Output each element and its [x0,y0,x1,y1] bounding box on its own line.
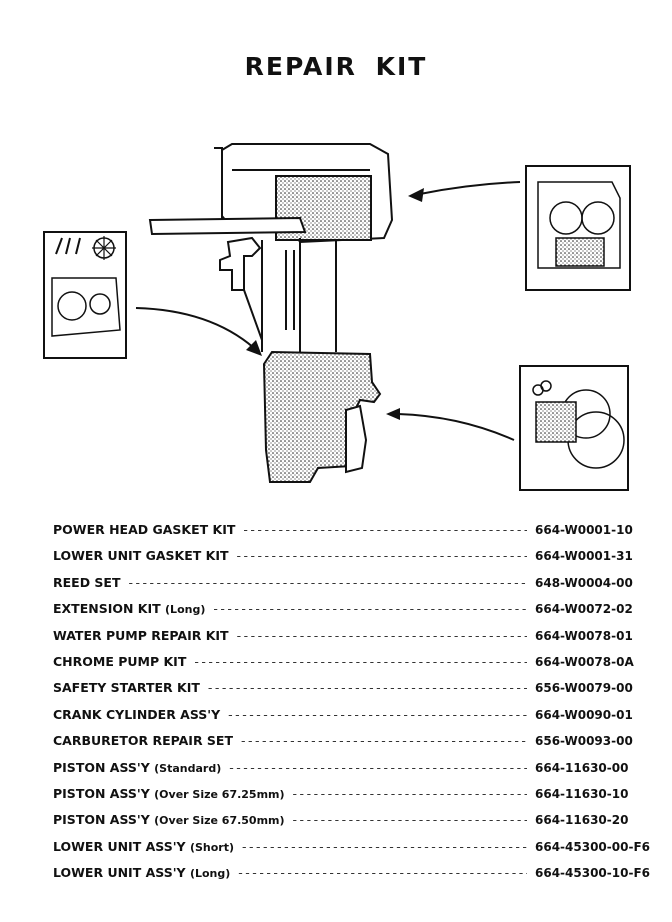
part-name: LOWER UNIT GASKET KIT [53,548,229,563]
part-note: (Over Size 67.50mm) [154,814,285,828]
part-name-text: PISTON ASS'Y [53,785,150,801]
arrow-to-power-head [419,181,521,195]
power-head-gasket-inset [525,165,631,291]
part-number: 664-W0078-01 [535,628,633,643]
parts-row: WATER PUMP REPAIR KIT -------------------… [53,628,653,654]
part-name-text: SAFETY STARTER KIT [53,680,200,696]
part-name: EXTENSION KIT (Long) [53,601,205,616]
part-name: PISTON ASS'Y (Over Size 67.25mm) [53,786,285,801]
dot-leader: ----------------------------------------… [194,653,527,669]
part-name-text: POWER HEAD GASKET KIT [53,522,236,537]
part-note: (Long) [165,603,206,617]
part-name-text: LOWER UNIT ASS'Y [53,838,186,854]
parts-row: CRANK CYLINDER ASS'Y --------------------… [53,707,653,733]
arrow-to-lower-unit [135,307,255,349]
parts-row: EXTENSION KIT (Long) --------------------… [53,601,653,627]
part-name-text: LOWER UNIT ASS'Y [53,865,186,881]
water-pump-kit-inset [43,231,127,359]
part-name-text: CARBURETOR REPAIR SET [53,733,233,749]
parts-row: LOWER UNIT ASS'Y (Short) ----------------… [53,839,653,865]
parts-row: SAFETY STARTER KIT ----------------------… [53,680,653,706]
parts-row: REED SET --------------------------------… [53,575,653,601]
dot-leader: ----------------------------------------… [128,574,528,590]
dot-leader: ----------------------------------------… [236,627,527,643]
part-name-text: LOWER UNIT GASKET KIT [53,548,229,564]
part-name: WATER PUMP REPAIR KIT [53,628,229,643]
page-title: REPAIR KIT [244,52,428,81]
clamp-screw [243,289,263,352]
parts-row: PISTON ASS'Y (Over Size 67.50mm) --------… [53,812,653,838]
clamp-bracket [219,236,262,291]
part-number: 664-45300-10-F6 [535,866,650,881]
parts-row: PISTON ASS'Y (Over Size 67.25mm) --------… [53,786,653,812]
parts-row: PISTON ASS'Y (Standard) -----------------… [53,760,653,786]
part-number: 664-45300-00-F6 [535,839,650,854]
parts-row: LOWER UNIT GASKET KIT -------------------… [53,548,653,574]
part-name: LOWER UNIT ASS'Y (Short) [53,839,234,854]
part-name-text: PISTON ASS'Y [53,812,150,828]
part-name-text: EXTENSION KIT [53,601,161,617]
part-number: 664-W0001-10 [535,523,633,537]
part-note: (Short) [189,840,235,854]
part-name-text: REED SET [53,574,121,590]
shaft-housing [261,238,337,352]
part-name-text: PISTON ASS'Y [53,759,150,775]
arrow-to-gearcase [397,413,515,441]
part-name-text: WATER PUMP REPAIR KIT [53,627,229,643]
dot-leader: ----------------------------------------… [207,680,527,696]
dot-leader: ----------------------------------------… [236,548,528,564]
part-name: PISTON ASS'Y (Standard) [53,760,221,775]
part-number: 664-W0078-0A [535,654,634,669]
dot-leader: ----------------------------------------… [243,522,527,537]
dot-leader: ----------------------------------------… [229,759,527,775]
part-number: 664-11630-20 [535,813,629,828]
dot-leader: ----------------------------------------… [241,733,527,749]
part-name: CRANK CYLINDER ASS'Y [53,707,220,722]
parts-list: POWER HEAD GASKET KIT-------------------… [53,522,653,891]
part-number: 664-11630-10 [535,786,629,801]
outboard-motor-diagram [43,143,631,491]
part-name: REED SET [53,575,121,590]
dot-leader: ----------------------------------------… [238,865,527,881]
part-name-text: CRANK CYLINDER ASS'Y [53,706,221,722]
dot-leader: ----------------------------------------… [292,785,527,801]
part-name: CHROME PUMP KIT [53,654,186,669]
part-number: 664-W0090-01 [535,707,633,722]
dot-leader: ----------------------------------------… [292,812,527,828]
dot-leader: ----------------------------------------… [228,706,527,722]
part-number: 664-W0072-02 [535,602,633,617]
dot-leader: ----------------------------------------… [242,838,527,854]
part-name: SAFETY STARTER KIT [53,680,200,695]
part-number: 664-11630-00 [535,760,629,775]
parts-row: POWER HEAD GASKET KIT -------------------… [53,522,653,548]
part-note: (Long) [189,867,231,881]
part-note: (Standard) [154,761,222,775]
parts-row: CHROME PUMP KIT -------------------------… [53,654,653,680]
part-number: 656-W0093-00 [535,734,633,749]
part-name-text: CHROME PUMP KIT [53,653,187,669]
part-number: 648-W0004-00 [535,575,633,590]
tiller-handle [148,216,307,236]
propeller [345,404,368,474]
part-number: 664-W0001-31 [535,549,633,564]
lower-unit-gasket-inset [519,365,629,491]
part-name: LOWER UNIT ASS'Y (Long) [53,865,230,880]
part-number: 656-W0079-00 [535,681,633,696]
parts-row: LOWER UNIT ASS'Y (Long) -----------------… [53,865,653,891]
part-name: CARBURETOR REPAIR SET [53,733,233,748]
part-name: PISTON ASS'Y (Over Size 67.50mm) [53,812,285,827]
part-name: POWER HEAD GASKET KIT [53,522,235,537]
parts-row: CARBURETOR REPAIR SET -------------------… [53,733,653,759]
part-note: (Over Size 67.25mm) [154,787,285,801]
dot-leader: ----------------------------------------… [213,601,527,617]
